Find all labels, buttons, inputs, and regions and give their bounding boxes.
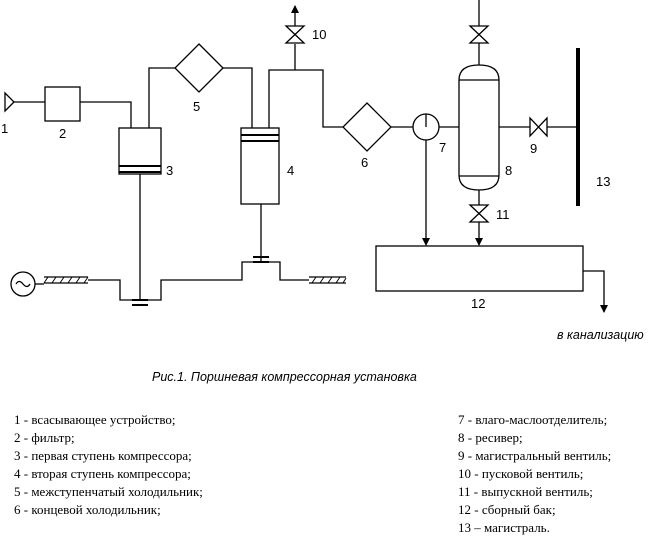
legend-item: 12 - сборный бак; <box>458 502 556 517</box>
collection-tank <box>375 245 584 292</box>
label-9: 9 <box>530 141 537 156</box>
legend-item: 3 - первая ступень компрессора; <box>14 448 192 463</box>
label-8: 8 <box>505 163 512 178</box>
label-4: 4 <box>287 163 294 178</box>
filter-box <box>44 86 81 122</box>
legend-left: 1 - всасывающее устройство; 2 - фильтр; … <box>14 411 203 519</box>
label-12: 12 <box>471 296 485 311</box>
legend-item: 13 – магистраль. <box>458 520 550 535</box>
label-2: 2 <box>59 126 66 141</box>
receiver-top-valve <box>468 25 490 44</box>
label-10: 10 <box>312 27 326 42</box>
legend-item: 4 - вторая ступень компрессора; <box>14 466 191 481</box>
legend-item: 1 - всасывающее устройство; <box>14 412 176 427</box>
legend-item: 11 - выпускной вентиль; <box>458 484 593 499</box>
outlet-valve <box>468 204 490 223</box>
starting-valve <box>284 25 306 44</box>
legend-item: 7 - влаго-маслоотделитель; <box>458 412 608 427</box>
label-1: 1 <box>1 121 8 136</box>
legend-item: 8 - ресивер; <box>458 430 523 445</box>
legend-item: 9 - магистральный вентиль; <box>458 448 612 463</box>
legend-right: 7 - влаго-маслоотделитель; 8 - ресивер; … <box>458 411 611 537</box>
final-cooler-diamond <box>342 102 392 152</box>
first-stage-cylinder <box>118 127 162 175</box>
drain-label: в канализацию <box>557 328 644 342</box>
receiver-vessel <box>458 64 500 191</box>
legend-item: 2 - фильтр; <box>14 430 75 445</box>
label-13: 13 <box>596 174 610 189</box>
legend-item: 6 - концевой холодильник; <box>14 502 161 517</box>
label-7: 7 <box>439 140 446 155</box>
label-6: 6 <box>361 155 368 170</box>
legend-item: 5 - межступенчатый холодильник; <box>14 484 203 499</box>
main-valve <box>529 116 548 138</box>
suction-device-symbol <box>4 91 15 113</box>
second-stage-cylinder <box>240 127 280 205</box>
figure-caption: Рис.1. Поршневая компрессорная установка <box>152 370 417 384</box>
label-11: 11 <box>496 207 510 222</box>
interstage-cooler-diamond <box>174 43 224 93</box>
legend-item: 10 - пусковой вентиль; <box>458 466 584 481</box>
label-5: 5 <box>193 99 200 114</box>
label-3: 3 <box>166 163 173 178</box>
